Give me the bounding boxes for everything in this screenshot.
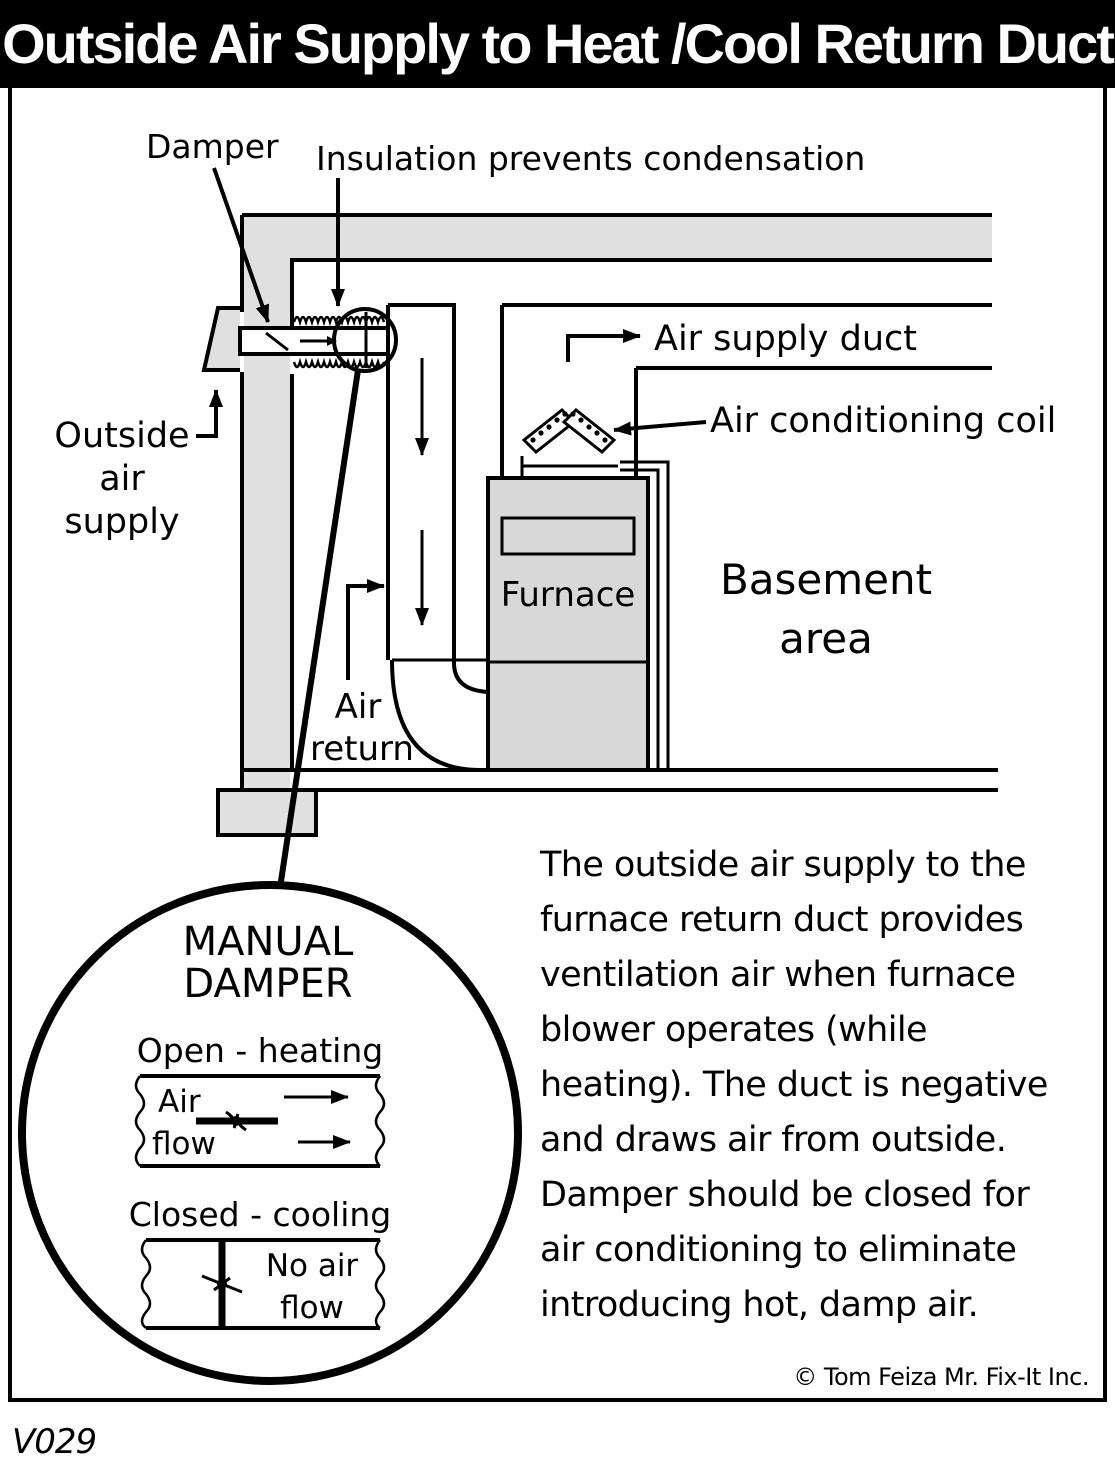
closed-flow-label-1: No air (266, 1248, 359, 1284)
description-text: The outside air supply to the furnace re… (540, 845, 1048, 1325)
supply-plenum (500, 303, 992, 478)
closed-damper-duct (140, 1238, 386, 1330)
copyright-notice: © Tom Feiza Mr. Fix-It Inc. (793, 1363, 1089, 1391)
air-supply-arrow (566, 329, 641, 362)
open-flow-label-2: flow (152, 1126, 216, 1162)
damper-label: Damper (146, 127, 279, 166)
title-bar (0, 0, 1115, 88)
ac-coil (521, 407, 617, 455)
basement-label-1: Basement (720, 555, 932, 604)
ceiling-joist-fill (244, 217, 992, 258)
coil-leader (613, 420, 707, 436)
return-duct (386, 303, 489, 772)
outside-hood (201, 306, 240, 372)
outside-air-arrow (196, 389, 223, 438)
detail-magnifier (332, 307, 398, 373)
closed-caption: Closed - cooling (129, 1195, 391, 1234)
basement-label-2: area (779, 614, 873, 663)
refrigerant-lines (620, 460, 670, 770)
closed-flow-label-2: flow (280, 1290, 344, 1326)
outside-air-label-3: supply (64, 502, 179, 542)
open-damper-duct (134, 1074, 386, 1168)
inset-heading-2: DAMPER (183, 961, 352, 1007)
air-return-label-2: return (310, 729, 414, 769)
illustration-frame (8, 88, 1107, 1402)
outside-air-label-1: Outside (54, 416, 189, 456)
damper-blade (265, 331, 289, 352)
air-return-label-1: Air (335, 687, 382, 727)
insulation-top (292, 315, 386, 327)
page-title: Outside Air Supply to Heat /Cool Return … (2, 12, 1115, 75)
insulation-bottom (292, 357, 386, 369)
inset-leader (277, 369, 361, 889)
sill-plate (216, 788, 318, 837)
inset-heading-1: MANUAL (183, 919, 354, 965)
ac-coil-label: Air conditioning coil (710, 401, 1056, 441)
insulation-label: Insulation prevents condensation (316, 139, 865, 178)
outside-air-label-2: air (99, 459, 145, 499)
illustration-code: V029 (12, 1422, 97, 1462)
damper-leader (212, 167, 270, 323)
air-supply-duct-label: Air supply duct (654, 319, 917, 359)
open-flow-label-1: Air (158, 1084, 201, 1120)
furnace-panel (500, 516, 636, 556)
furnace-label: Furnace (501, 575, 636, 615)
open-caption: Open - heating (137, 1031, 383, 1070)
air-return-arrow (346, 579, 385, 680)
